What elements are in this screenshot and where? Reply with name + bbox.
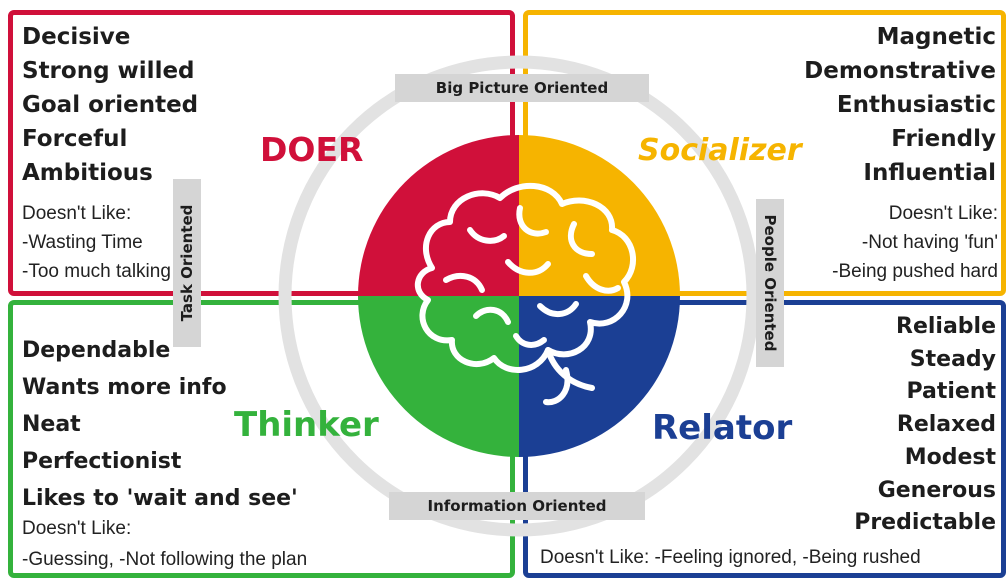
orientation-ring <box>278 55 760 537</box>
dislike-item: -Being pushed hard <box>832 261 998 282</box>
trait: Ambitious <box>22 160 153 186</box>
socializer-dislikes: Doesn't Like: -Not having 'fun' -Being p… <box>832 199 998 286</box>
thinker-dislikes: Doesn't Like: -Guessing, -Not following … <box>22 513 307 575</box>
doer-dislikes: Doesn't Like: -Wasting Time -Too much ta… <box>22 199 171 286</box>
doer-title: DOER <box>260 130 364 169</box>
trait: Forceful <box>22 126 128 152</box>
thinker-title: Thinker <box>234 405 379 445</box>
trait: Decisive <box>22 24 131 50</box>
socializer-title: Socializer <box>638 133 802 168</box>
task-oriented-label: Task Oriented <box>173 179 201 347</box>
trait: Modest <box>904 444 996 470</box>
trait: Strong willed <box>22 58 195 84</box>
trait: Friendly <box>891 126 996 152</box>
relator-quadrant <box>519 296 680 457</box>
trait: Reliable <box>896 314 996 339</box>
thinker-traits: Dependable Wants more info Neat Perfecti… <box>22 332 298 517</box>
doer-panel <box>8 10 515 296</box>
information-label: Information Oriented <box>389 492 645 520</box>
dislikes-heading: Doesn't Like: <box>22 203 132 224</box>
trait: Wants more info <box>22 375 227 400</box>
relator-title: Relator <box>652 408 793 448</box>
dislike-item: -Not having 'fun' <box>861 232 998 253</box>
trait: Patient <box>906 379 996 405</box>
doer-quadrant <box>358 135 519 296</box>
trait: Influential <box>863 160 996 186</box>
trait: Likes to 'wait and see' <box>22 486 298 511</box>
relator-dislikes: Doesn't Like: -Feeling ignored, -Being r… <box>540 547 921 568</box>
people-oriented-label: People Oriented <box>756 199 784 367</box>
brain-icon <box>415 183 636 406</box>
trait: Dependable <box>22 338 171 363</box>
trait: Perfectionist <box>22 449 182 474</box>
trait: Enthusiastic <box>836 92 996 118</box>
relator-traits: Reliable Steady Patient Relaxed Modest G… <box>854 311 996 540</box>
doer-traits: Decisive Strong willed Goal oriented For… <box>22 20 198 190</box>
dislike-item: -Wasting Time <box>22 232 143 253</box>
big-picture-label: Big Picture Oriented <box>395 74 649 102</box>
trait: Magnetic <box>876 24 996 50</box>
dislike-item: -Too much talking <box>22 261 171 282</box>
trait: Demonstrative <box>804 58 996 84</box>
trait: Goal oriented <box>22 92 199 118</box>
thinker-quadrant <box>358 296 519 457</box>
trait: Predictable <box>854 510 996 536</box>
dislikes-heading: Doesn't Like: <box>888 203 998 224</box>
trait: Neat <box>22 412 81 437</box>
socializer-traits: Magnetic Demonstrative Enthusiastic Frie… <box>804 20 996 190</box>
trait: Steady <box>909 346 996 372</box>
trait: Generous <box>877 477 996 503</box>
dislike-item: -Guessing, -Not following the plan <box>22 549 308 570</box>
socializer-quadrant <box>519 135 680 296</box>
dislikes-heading: Doesn't Like: <box>22 518 132 539</box>
trait: Relaxed <box>896 412 996 438</box>
